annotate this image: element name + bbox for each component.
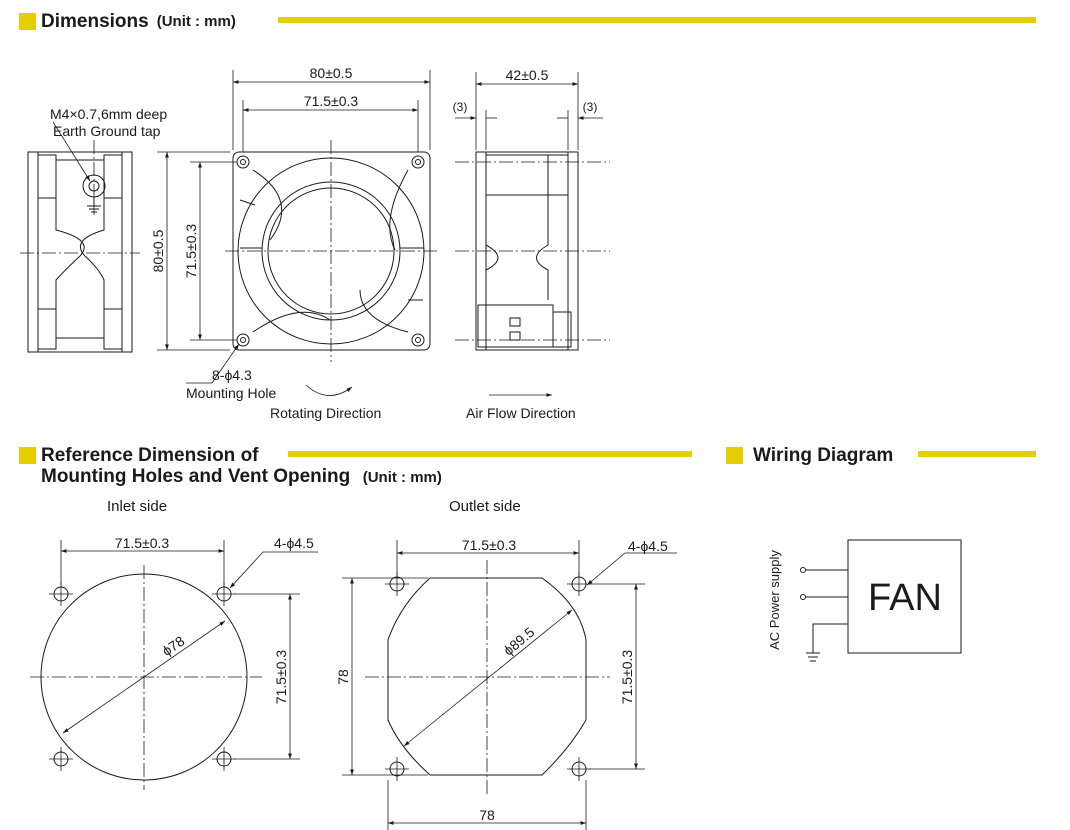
airflow-direction-label: Air Flow Direction — [466, 405, 576, 421]
reference-header: Reference Dimension of Mounting Holes an… — [19, 445, 442, 487]
mounting-hole-label: Mounting Hole — [186, 385, 277, 401]
wiring-diagram — [800, 539, 962, 662]
fan-label: FAN — [868, 577, 942, 619]
outlet-pitch-h-dim: 71.5±0.3 — [462, 537, 517, 553]
outlet-hole-br — [567, 757, 591, 781]
flange-right-dim: (3) — [583, 100, 598, 114]
reference-title-line1: Reference Dimension of — [41, 445, 259, 466]
reference-title-line2: Mounting Holes and Vent Opening — [41, 466, 351, 487]
section-marker — [19, 447, 36, 464]
tap-note-line2: Earth Ground tap — [53, 123, 161, 139]
wiring-title: Wiring Diagram — [753, 445, 894, 466]
outlet-height-dim: 78 — [335, 669, 351, 685]
section-marker — [726, 447, 743, 464]
mounting-hole-count: 8-ϕ4.3 — [212, 367, 252, 383]
inlet-diameter-dim: ϕ78 — [159, 633, 188, 659]
dimensions-header: Dimensions (Unit : mm) — [19, 11, 236, 32]
reference-header-rule — [288, 451, 692, 457]
dimensions-unit: (Unit : mm) — [156, 13, 236, 30]
tap-note-line1: M4×0.7,6mm deep — [50, 106, 168, 122]
section-marker — [19, 13, 36, 30]
inlet-hole-br — [212, 747, 236, 771]
outlet-side-label: Outlet side — [449, 498, 521, 515]
hole-pitch-v-dim: 71.5±0.3 — [183, 224, 199, 279]
dimensions-title: Dimensions — [41, 11, 149, 32]
dimensions-header-rule — [278, 17, 1036, 23]
outlet-hole-bl — [385, 757, 409, 781]
front-view — [157, 70, 438, 396]
rotating-direction-label: Rotating Direction — [270, 405, 382, 421]
wiring-header: Wiring Diagram — [726, 445, 893, 466]
outer-height-dim: 80±0.5 — [150, 229, 166, 272]
depth-dim: 42±0.5 — [506, 67, 549, 83]
inlet-side-label: Inlet side — [107, 498, 168, 515]
wiring-header-rule — [918, 451, 1036, 457]
outlet-side-drawing — [342, 540, 677, 830]
inlet-side-drawing — [30, 540, 318, 790]
flange-left-dim: (3) — [453, 100, 468, 114]
inlet-holes-dim: 4-ϕ4.5 — [274, 535, 314, 551]
ac-power-supply-label: AC Power supply — [767, 550, 782, 650]
inlet-pitch-v-dim: 71.5±0.3 — [273, 650, 289, 705]
outlet-width-dim: 78 — [479, 807, 495, 823]
inlet-pitch-h-dim: 71.5±0.3 — [115, 535, 170, 551]
side-view-right — [455, 72, 610, 397]
outer-width-dim: 80±0.5 — [310, 65, 353, 81]
outlet-pitch-v-dim: 71.5±0.3 — [619, 650, 635, 705]
outlet-holes-dim: 4-ϕ4.5 — [628, 538, 668, 554]
reference-unit: (Unit : mm) — [362, 469, 442, 486]
inlet-hole-tl — [49, 582, 73, 606]
side-view-left — [20, 121, 140, 353]
inlet-hole-bl — [49, 747, 73, 771]
inlet-hole-tr — [212, 582, 236, 606]
hole-pitch-h-dim: 71.5±0.3 — [304, 93, 359, 109]
